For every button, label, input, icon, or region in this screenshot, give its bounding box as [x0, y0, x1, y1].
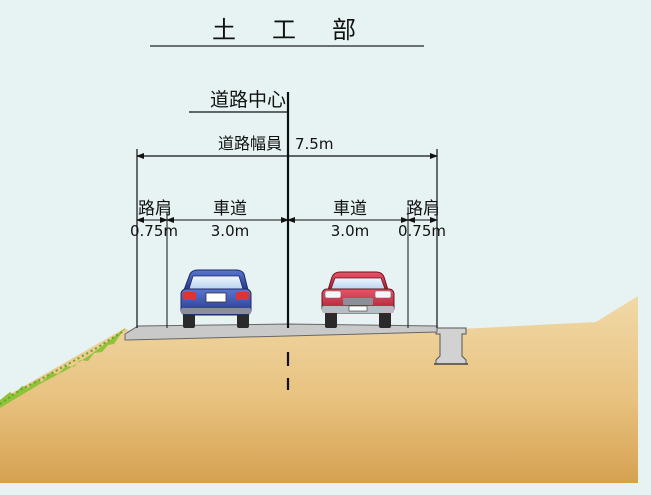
- diagram-title: 土 工 部: [212, 16, 362, 44]
- road-center-label: 道路中心: [210, 89, 286, 111]
- lane-width-right-shoulder: 0.75m: [398, 222, 446, 240]
- lane-width-left-carriageway: 3.0m: [211, 222, 249, 240]
- car-left-blue: [180, 269, 252, 328]
- road-pavement: [124, 323, 438, 341]
- lane-name-left-shoulder: 路肩: [138, 199, 172, 219]
- side-ditch: [435, 327, 467, 365]
- lane-name-right-carriageway: 車道: [333, 199, 367, 219]
- lane-name-right-shoulder: 路肩: [406, 199, 440, 219]
- lane-width-left-shoulder: 0.75m: [130, 222, 178, 240]
- total-width-value: 7.5m: [295, 135, 333, 153]
- car-right-red: [321, 271, 395, 328]
- total-width-label: 道路幅員: [218, 134, 282, 153]
- lane-name-left-carriageway: 車道: [213, 199, 247, 219]
- grass-edge: [0, 329, 126, 405]
- embankment-ground: [0, 296, 638, 483]
- lane-width-right-carriageway: 3.0m: [331, 222, 369, 240]
- grass-slope: [0, 328, 125, 408]
